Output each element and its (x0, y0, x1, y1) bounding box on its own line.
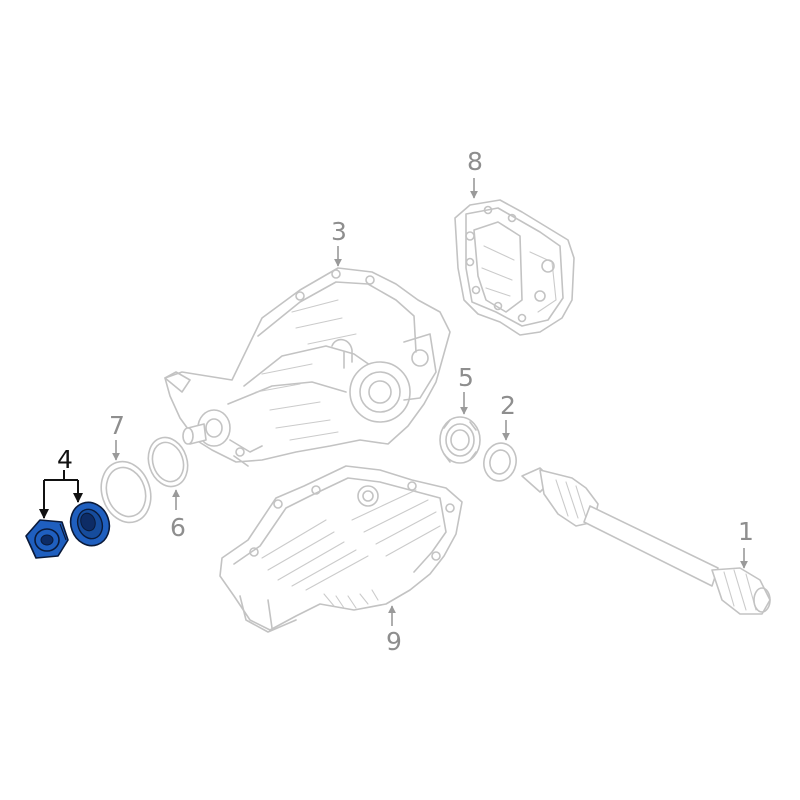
callout-5[interactable]: 5 (458, 363, 474, 392)
leader-4 (43, 470, 79, 518)
callout-4[interactable]: 4 (57, 445, 73, 474)
callout-9[interactable]: 9 (386, 627, 402, 656)
highlighted-seal-ring-part[interactable] (65, 497, 116, 551)
differential-housing-part[interactable] (164, 267, 451, 467)
callout-2[interactable]: 2 (500, 391, 516, 420)
callout-3[interactable]: 3 (331, 217, 347, 246)
seal-part[interactable] (439, 416, 481, 464)
callout-labels: 8 3 5 2 7 4 6 1 9 (57, 147, 754, 656)
callout-7[interactable]: 7 (109, 411, 125, 440)
shim-ring-part[interactable] (142, 432, 194, 491)
highlighted-nut-part[interactable] (25, 519, 69, 559)
output-shaft-part[interactable] (521, 467, 771, 615)
small-ring-part[interactable] (480, 440, 519, 484)
ring-large-part[interactable] (94, 455, 159, 529)
callout-6[interactable]: 6 (170, 513, 186, 542)
differential-cover-part[interactable] (219, 465, 463, 633)
callout-8[interactable]: 8 (467, 147, 483, 176)
leader-lines (39, 178, 748, 626)
callout-1[interactable]: 1 (738, 517, 754, 546)
housing-cover-part[interactable] (454, 199, 575, 336)
